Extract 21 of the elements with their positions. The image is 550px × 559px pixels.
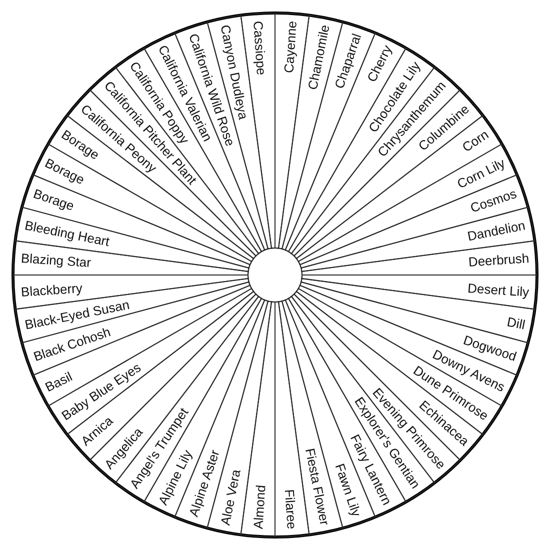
segment-label: Filaree xyxy=(282,489,300,530)
segment-label: Aloe Vera xyxy=(218,468,244,527)
wheel-segment xyxy=(298,173,530,270)
wheel-segment xyxy=(239,300,277,538)
segment-label: Deerbrush xyxy=(468,250,530,270)
wheel-segment xyxy=(300,273,538,311)
segment-label: Cayenne xyxy=(280,20,300,73)
segment-label: Dill xyxy=(506,314,527,332)
segment-label: Blackberry xyxy=(20,280,82,300)
segment-label: Almond xyxy=(250,484,269,530)
segment-label: Basil xyxy=(42,368,75,394)
segment-label: Fiesta Flower xyxy=(302,447,332,527)
segment-label: Chamomile xyxy=(304,23,332,91)
wheel-segment xyxy=(300,239,538,276)
segment-label: Borage xyxy=(31,186,76,214)
segment-label: Desert Lily xyxy=(468,280,530,300)
segment-label: Bleeding Heart xyxy=(23,218,111,250)
segment-label: Cassiope xyxy=(250,20,270,76)
segment-label: Fawn Lily xyxy=(332,462,364,519)
segment-label: Dandelion xyxy=(466,218,527,244)
segment-label: Blazing Star xyxy=(20,250,91,270)
